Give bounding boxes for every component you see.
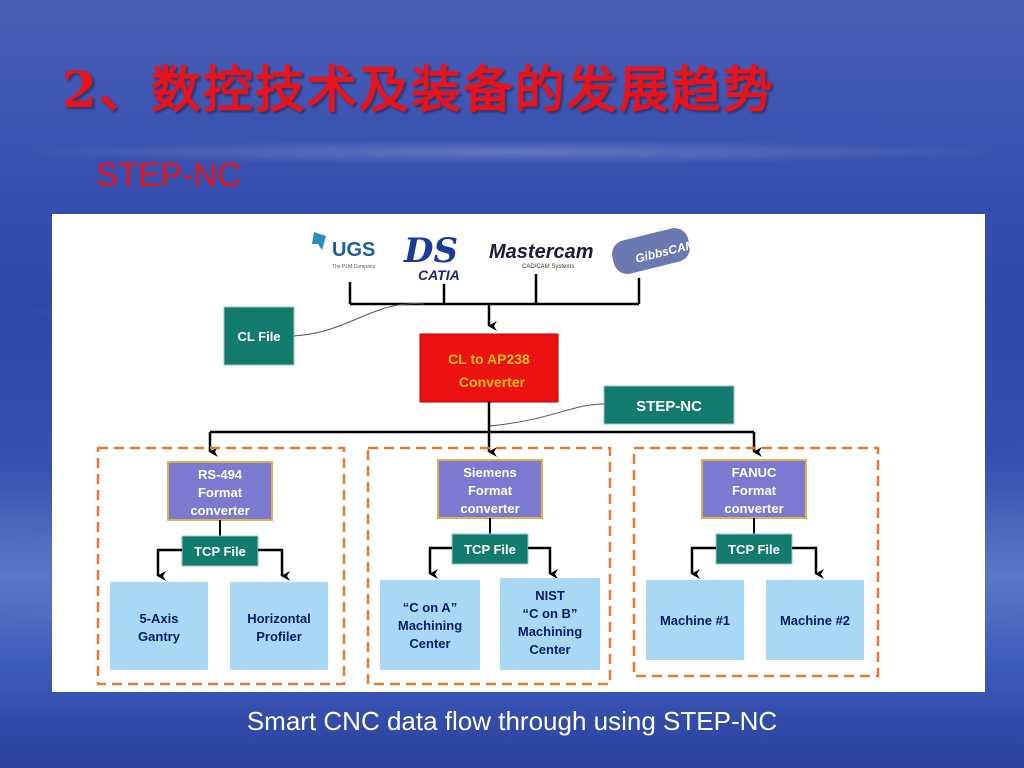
cl-file-label: CL File bbox=[237, 329, 280, 344]
fanuc-format-line-2: Format bbox=[732, 483, 777, 498]
fanuc-format-line-3: converter bbox=[724, 501, 783, 516]
machine-label-line: Machining bbox=[518, 624, 582, 639]
distribution-connectors bbox=[208, 402, 762, 457]
machine-label-line: NIST bbox=[535, 588, 565, 603]
converter-label-line-1: CL to AP238 bbox=[448, 351, 530, 367]
machine-label-line: “C on B” bbox=[523, 606, 578, 621]
machine-label-line: Machine #1 bbox=[660, 613, 730, 628]
siemens-format-line-3: converter bbox=[460, 501, 519, 516]
catia-logo-text: CATIA bbox=[418, 267, 460, 283]
step-nc-connector bbox=[488, 403, 605, 427]
fanuc-tcp-label: TCP File bbox=[728, 542, 780, 557]
fanuc-tcp-file bbox=[715, 533, 793, 565]
siemens-format-line-1: Siemens bbox=[463, 465, 516, 480]
machine-label-line: Gantry bbox=[138, 629, 181, 644]
rs494-format-converter bbox=[167, 461, 273, 521]
rs494-tcp-label: TCP File bbox=[194, 544, 246, 559]
machine-label-line: Profiler bbox=[256, 629, 302, 644]
machine-5-axis-gantry bbox=[110, 582, 208, 670]
machine-label-line: Machining bbox=[398, 618, 462, 633]
cl-file-box bbox=[223, 306, 295, 366]
rs494-format-line-1: RS-494 bbox=[198, 467, 243, 482]
ugs-mark-icon bbox=[312, 232, 326, 250]
siemens-group bbox=[366, 446, 612, 686]
mastercam-tagline: CAD/CAM Systems bbox=[522, 264, 574, 270]
fanuc-format-converter bbox=[701, 459, 807, 519]
slide-subtitle: STEP-NC bbox=[96, 156, 241, 193]
mastercam-logo: Mastercam CAD/CAM Systems bbox=[489, 241, 594, 270]
rs494-format-line-2: Format bbox=[198, 485, 243, 500]
siemens-format-line-2: Format bbox=[468, 483, 513, 498]
siemens-tcp-label: TCP File bbox=[464, 542, 516, 557]
machine-label-line: 5-Axis bbox=[139, 611, 178, 626]
cl-file-connector bbox=[293, 303, 425, 337]
machine-nist-c-on-b bbox=[500, 578, 600, 670]
machine-label-line: “C on A” bbox=[403, 600, 457, 615]
catia-logo: DS CATIA bbox=[403, 231, 460, 283]
logo-connectors bbox=[348, 274, 641, 331]
ap238-converter-box bbox=[419, 333, 559, 403]
siemens-format-converter bbox=[437, 459, 543, 519]
ds-mark-icon: DS bbox=[403, 231, 458, 271]
machine-label-line: Center bbox=[409, 636, 450, 651]
fanuc-format-line-1: FANUC bbox=[732, 465, 777, 480]
converter-label-line-2: Converter bbox=[459, 374, 526, 390]
machine-label-line: Center bbox=[529, 642, 570, 657]
slide-title: 2、数控技术及装备的发展趋势 bbox=[62, 60, 775, 119]
step-nc-label: STEP-NC bbox=[636, 398, 702, 415]
machine-c-on-a bbox=[380, 580, 480, 670]
format-to-tcp-connectors bbox=[219, 518, 755, 536]
siemens-tcp-file bbox=[451, 533, 529, 565]
machine-label-line: Machine #2 bbox=[780, 613, 850, 628]
machine-1 bbox=[646, 580, 744, 660]
machine-2 bbox=[766, 580, 864, 660]
ugs-logo-text: UGS bbox=[332, 239, 375, 261]
fanuc-group bbox=[632, 446, 880, 678]
background-streak bbox=[0, 140, 1024, 164]
ugs-logo: UGS The PLM Company bbox=[312, 232, 376, 270]
machine-label-line: Horizontal bbox=[247, 611, 311, 626]
diagram-panel: UGS The PLM Company DS CATIA Mastercam C… bbox=[52, 214, 985, 692]
flow-diagram: UGS The PLM Company DS CATIA Mastercam C… bbox=[96, 228, 880, 686]
machine-horizontal-profiler bbox=[230, 582, 328, 670]
diagram-caption: Smart CNC data flow through using STEP-N… bbox=[246, 706, 778, 736]
rs494-format-line-3: converter bbox=[190, 503, 249, 518]
ugs-tagline: The PLM Company bbox=[332, 264, 376, 270]
tcp-to-machine-connectors bbox=[156, 546, 824, 581]
gibbscam-cylinder-icon bbox=[612, 228, 690, 274]
mastercam-logo-text: Mastercam bbox=[489, 241, 594, 263]
gibbscam-logo: GibbsCAM bbox=[612, 228, 698, 274]
step-nc-box bbox=[603, 385, 735, 425]
